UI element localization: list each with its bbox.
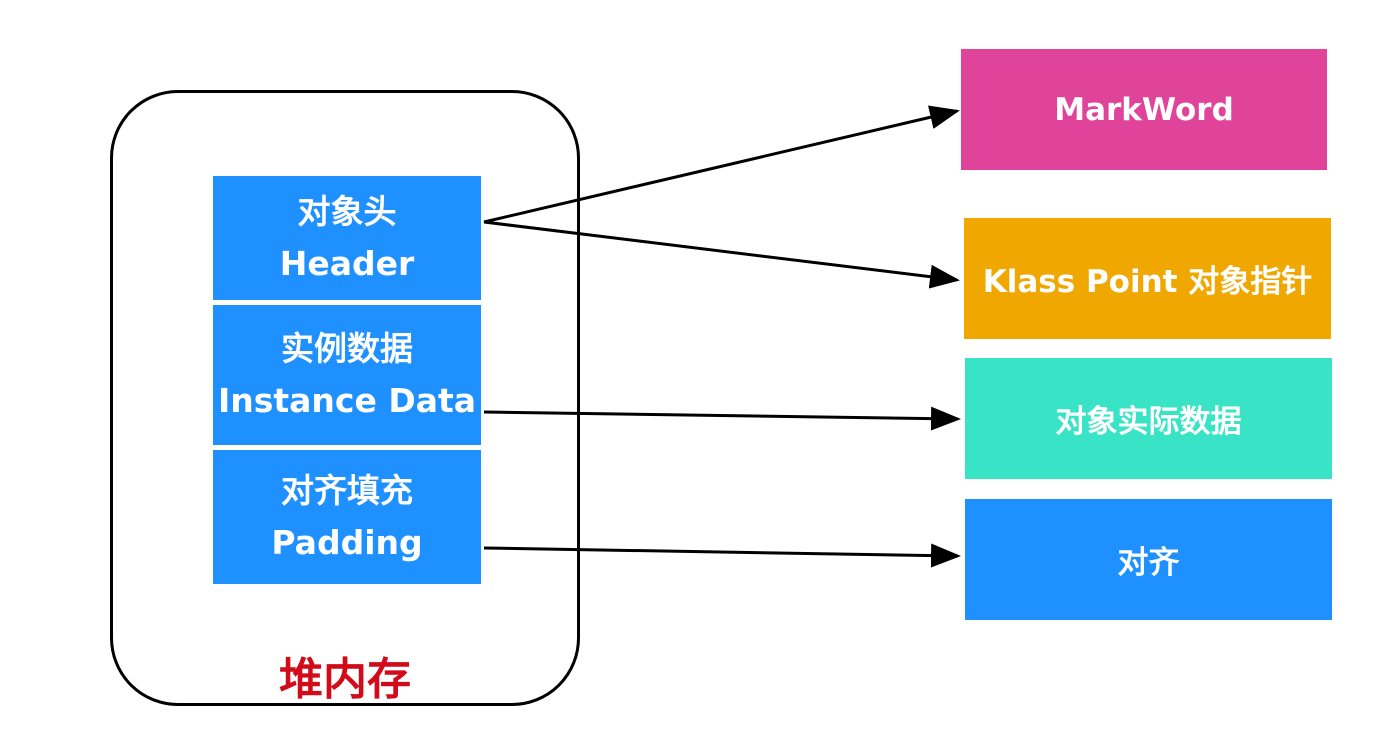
instance-data-cn-label: 实例数据 — [281, 329, 413, 368]
instance-data-en-label: Instance Data — [217, 381, 477, 420]
heap-memory-label: 堆内存 — [279, 654, 411, 705]
markword-box: MarkWord — [961, 49, 1327, 170]
object-header-cn-label: 对象头 — [297, 192, 397, 231]
padding-cn-label: 对齐填充 — [281, 471, 413, 510]
object-header-section: 对象头 Header — [213, 176, 481, 300]
padding-en-label: Padding — [271, 523, 423, 562]
actual-data-box: 对象实际数据 — [965, 358, 1332, 479]
klass-point-box: Klass Point 对象指针 — [964, 218, 1331, 339]
heap-memory-container — [110, 90, 580, 706]
alignment-box: 对齐 — [965, 499, 1332, 620]
object-header-en-label: Header — [279, 244, 415, 283]
instance-data-section: 实例数据 Instance Data — [213, 305, 481, 445]
padding-section: 对齐填充 Padding — [213, 450, 481, 584]
